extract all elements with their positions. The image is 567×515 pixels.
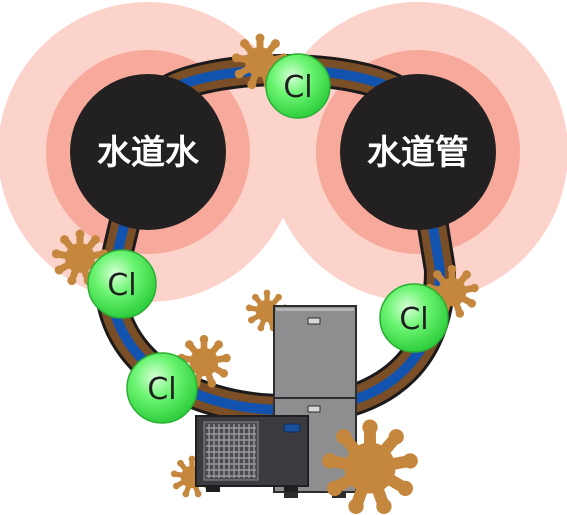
chlorine-molecule-icon: Cl (87, 249, 157, 319)
heat-pump-unit-icon (195, 415, 309, 492)
water-pipe-circle (340, 74, 496, 230)
chlorine-molecule-icon: Cl (126, 352, 198, 424)
water-pipe-label: 水道管 (367, 133, 469, 173)
chlorine-molecule-icon: Cl (379, 283, 449, 353)
tap-water-circle (70, 74, 226, 230)
svg-text:Cl: Cl (399, 302, 428, 337)
chlorine-molecule-icon: Cl (265, 53, 331, 119)
water-heater-icon (273, 305, 357, 498)
svg-text:Cl: Cl (107, 268, 136, 303)
svg-text:Cl: Cl (283, 70, 312, 105)
svg-text:Cl: Cl (147, 372, 176, 407)
tap-water-label: 水道水 (97, 133, 200, 173)
